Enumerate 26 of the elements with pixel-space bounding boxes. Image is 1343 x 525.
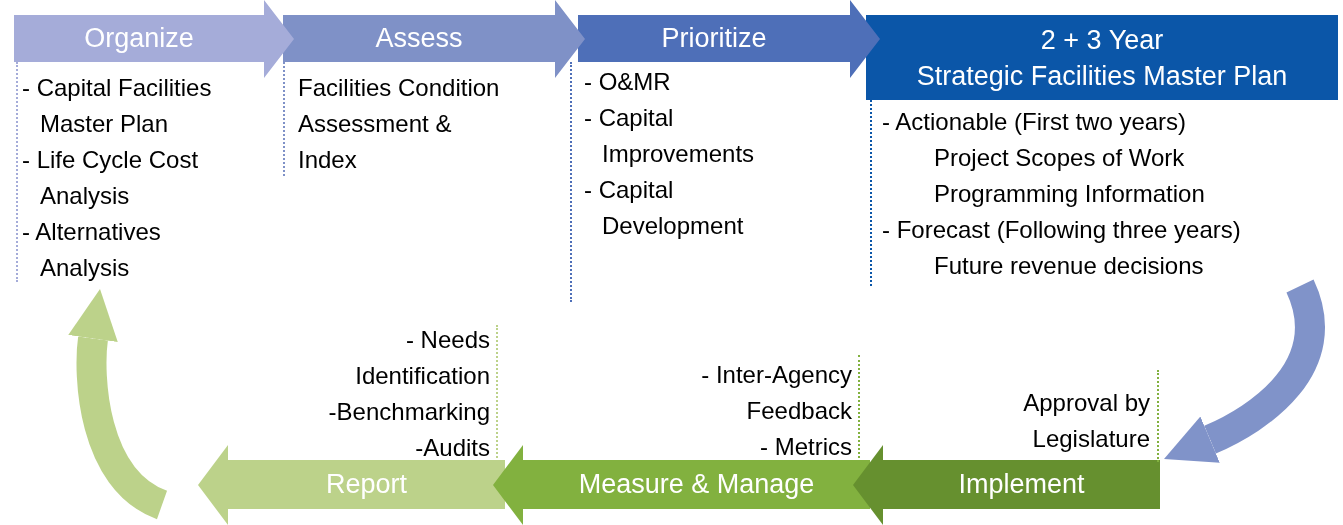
list-item: Future revenue decisions <box>933 251 1205 281</box>
list-item: - Capital Improvements <box>584 103 756 169</box>
list-item: Approval by Legislature <box>1022 388 1150 454</box>
list-item: -Benchmarking <box>327 397 490 427</box>
step-label: Assess <box>375 22 463 56</box>
step-label: Prioritize <box>661 22 767 56</box>
list-item: - Needs Identification <box>354 325 490 391</box>
list-item: Facilities Condition Assessment & Index <box>298 73 501 175</box>
header-title: 2 + 3 Year <box>1040 23 1164 57</box>
list-item: - O&MR <box>584 67 672 97</box>
list-item: - Forecast (Following three years) <box>882 215 1242 245</box>
header-title: Strategic Facilities Master Plan <box>916 59 1288 93</box>
step-label: Implement <box>958 468 1085 502</box>
list-item: - Actionable (First two years) <box>882 107 1188 137</box>
list-item: - Metrics <box>759 432 852 462</box>
list-item: - Capital Facilities Master Plan <box>22 73 213 139</box>
step-label: Report <box>325 468 407 502</box>
step-label: Organize <box>84 22 194 56</box>
list-item: - Alternatives Analysis <box>22 217 162 283</box>
list-item: - Capital Development <box>584 175 745 241</box>
step-label: Measure & Manage <box>578 468 815 502</box>
list-item: - Life Cycle Cost Analysis <box>22 145 200 211</box>
list-item: Project Scopes of Work <box>933 143 1186 173</box>
list-item: - Inter-Agency Feedback <box>700 360 852 426</box>
list-item: -Audits <box>414 433 490 463</box>
list-item: Programming Information <box>933 179 1206 209</box>
